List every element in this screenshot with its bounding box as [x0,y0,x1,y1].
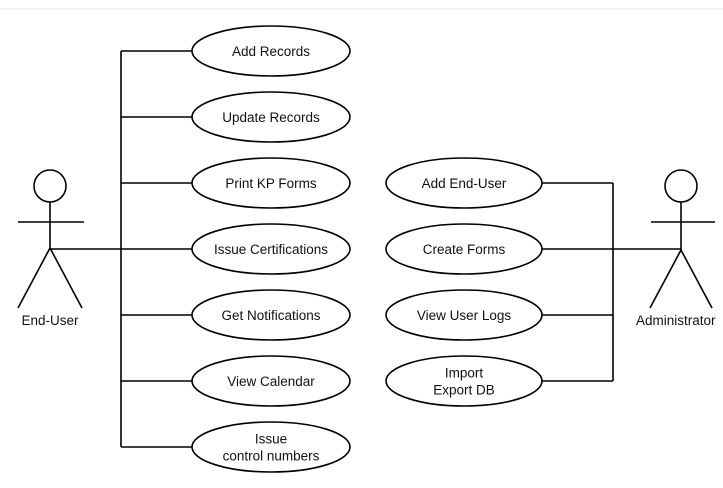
use-case-add-records: Add Records [191,25,351,77]
use-case-label: Export DB [433,383,495,398]
use-case-label: Create Forms [423,242,506,257]
use-case-get-notifications: Get Notifications [191,289,351,341]
use-case-ellipse [191,289,351,341]
administrator-label: Administrator [636,313,716,328]
use-case-print-kp-forms: Print KP Forms [191,157,351,209]
end-user-head [33,169,67,203]
use-case-label: Print KP Forms [225,176,317,191]
use-case-label: control numbers [223,449,320,464]
use-case-ellipse [191,355,351,407]
use-case-add-end-user: Add End-User [385,157,543,209]
use-case-label: Import [445,366,484,381]
use-case-ellipse [191,223,351,275]
use-case-label: Get Notifications [221,308,320,323]
use-case-ellipse [385,289,543,341]
use-case-update-records: Update Records [191,91,351,143]
use-case-ellipse [191,157,351,209]
administrator-right-leg [680,249,713,309]
end-user-label: End-User [21,313,79,328]
administrator-head [664,169,698,203]
end-user-connectors [50,50,192,448]
use-case-ellipse [385,223,543,275]
use-case-ellipse [191,91,351,143]
use-case-view-calendar: View Calendar [191,355,351,407]
use-case-view-user-logs: View User Logs [385,289,543,341]
use-case-ellipse [191,421,351,473]
use-case-ellipse [385,355,543,407]
use-case-ellipse [191,25,351,77]
use-case-issue-control-numbers: Issue control numbers [191,421,351,473]
use-case-ellipse [385,157,543,209]
use-case-create-forms: Create Forms [385,223,543,275]
use-case-label: View User Logs [417,308,512,323]
use-case-label: Issue Certifications [214,242,328,257]
use-case-label: Update Records [222,110,320,125]
end-user-right-leg [49,247,83,309]
use-case-issue-certifications: Issue Certifications [191,223,351,275]
administrator-left-leg [649,249,682,309]
administrator-connectors [542,182,681,382]
administrator-actor: Administrator [636,169,716,328]
use-case-label: Issue [255,432,287,447]
end-user-actor: End-User [17,169,84,328]
use-case-label: View Calendar [227,374,315,389]
use-case-label: Add End-User [422,176,507,191]
end-user-left-leg [17,247,51,309]
use-case-label: Add Records [232,44,310,59]
